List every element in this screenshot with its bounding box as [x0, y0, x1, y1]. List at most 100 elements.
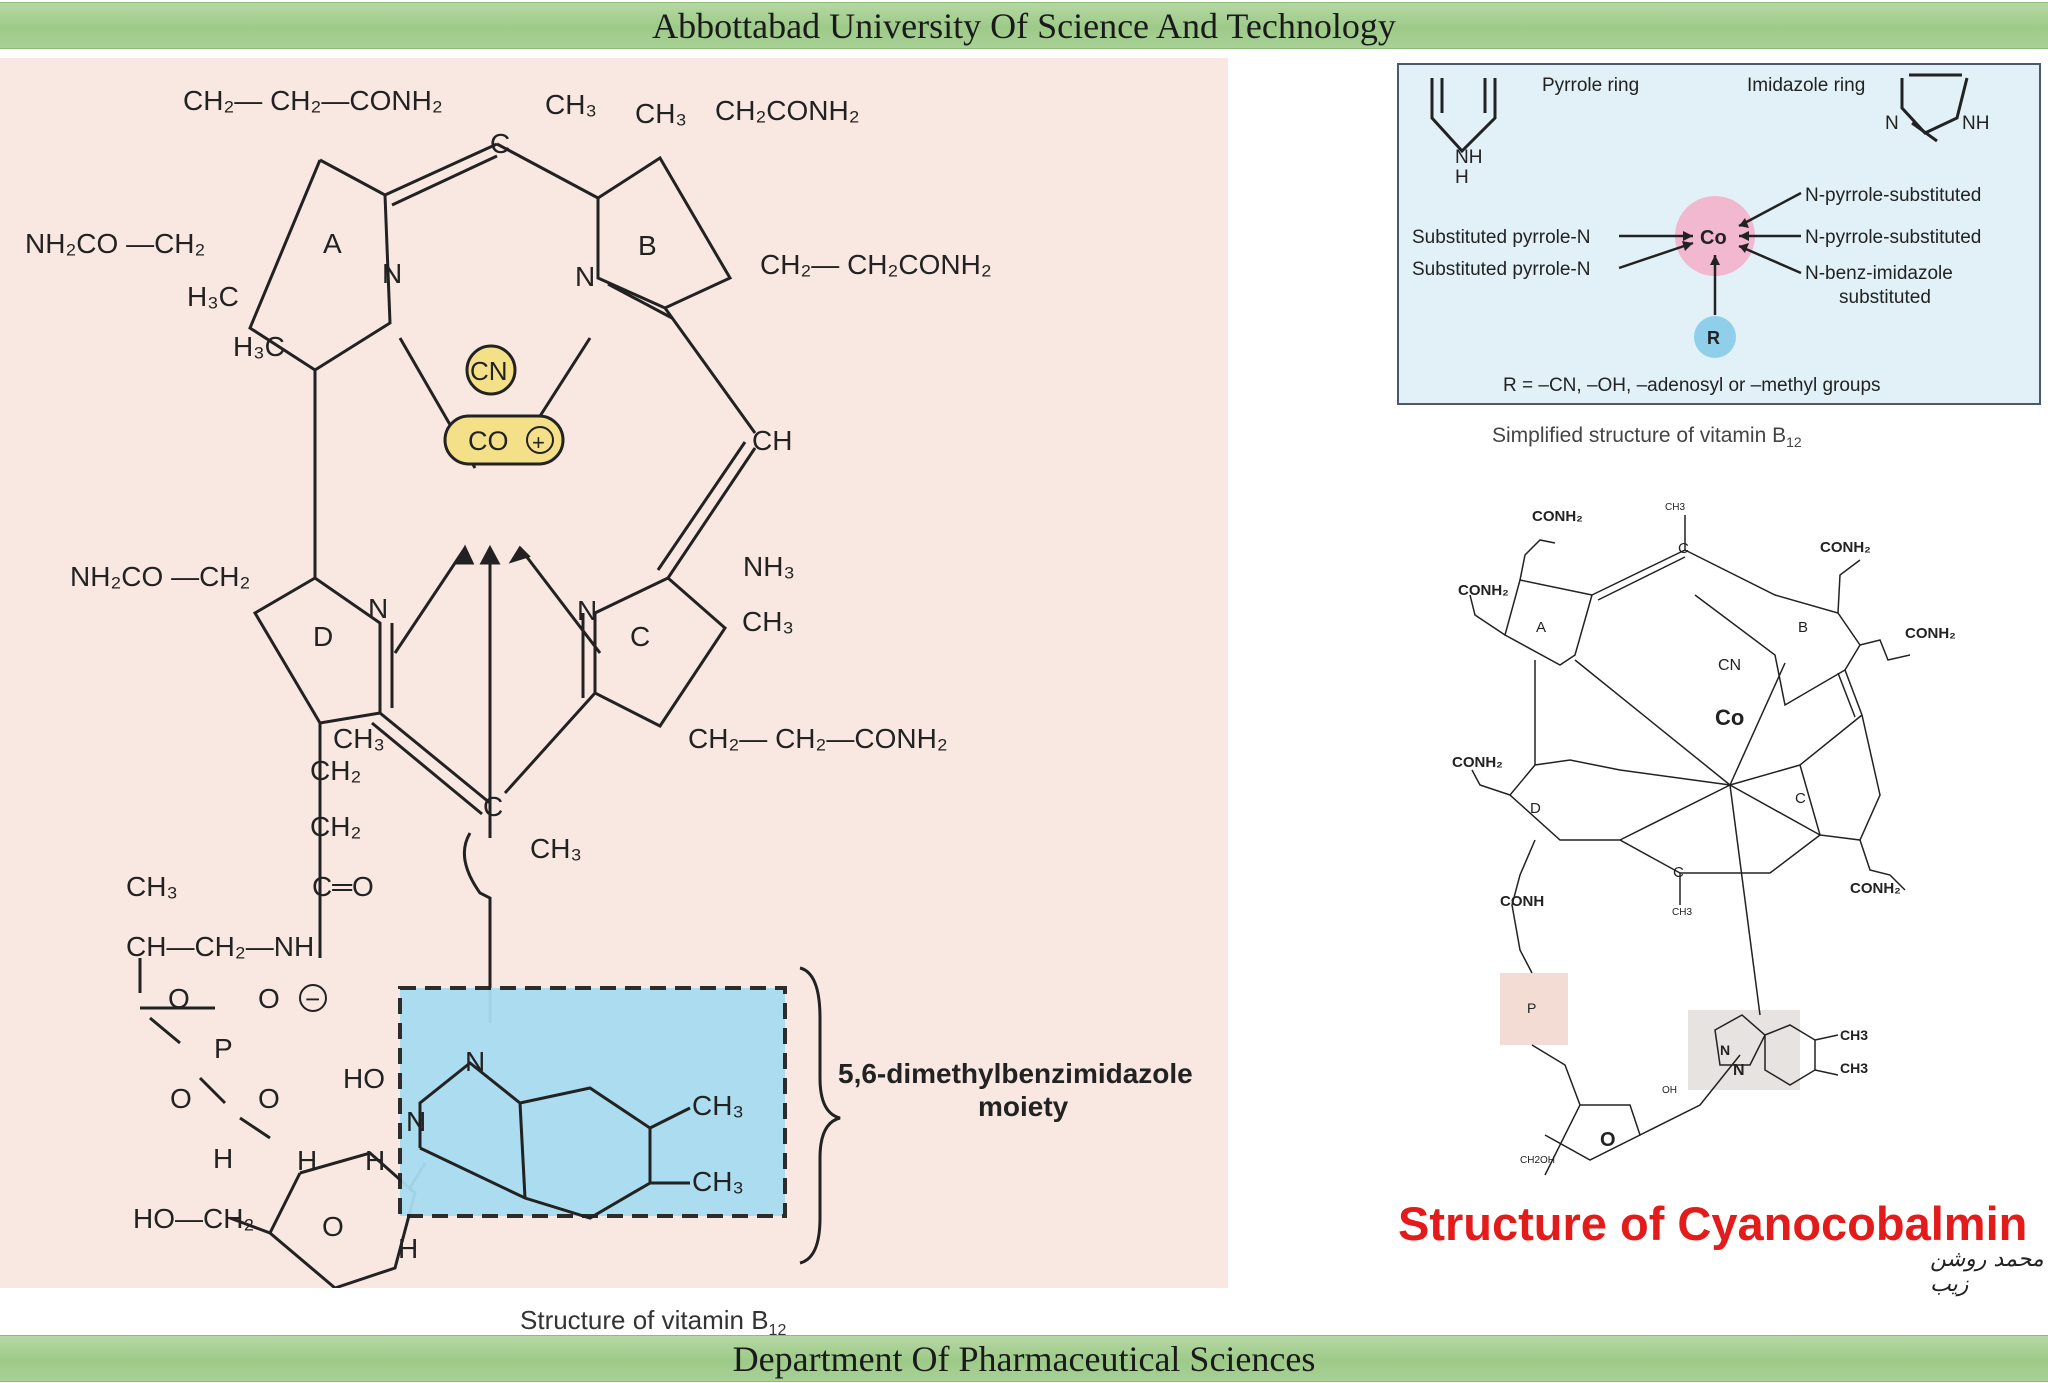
right-label-3: N-benz-imidazole [1805, 263, 1953, 284]
label-bottom-c: C [483, 791, 503, 822]
header-title: Abbottabad University Of Science And Tec… [652, 5, 1396, 46]
label-ring-b: B [638, 230, 657, 261]
label-ch2-b: CH₂ [310, 811, 361, 842]
cy-bottom-c: C [1673, 864, 1684, 881]
pyrrole-h: H [1455, 167, 1469, 188]
cy-co: Co [1715, 705, 1744, 730]
label-c-eq-o: C═O [312, 871, 374, 902]
label-top-chain: CH₂— CH₂—CONH₂ [183, 85, 443, 116]
cyanocobalamin-structure: CONH₂ CONH₂ CONH₂ CONH₂ CONH₂ CONH₂ CONH… [1452, 502, 1956, 1176]
imidazole-label: Imidazole ring [1747, 75, 1865, 96]
r-label: R [1707, 328, 1720, 348]
cy-p: P [1527, 1000, 1536, 1016]
cy-conh2-1: CONH₂ [1532, 508, 1583, 525]
label-a-side: NH₂CO —CH₂ [25, 228, 205, 259]
cy-n-2: N [1720, 1042, 1730, 1058]
label-h-3: H [365, 1145, 385, 1176]
cy-top-c: C [1678, 540, 1689, 557]
label-n-a: N [382, 258, 402, 289]
footer-banner: Department Of Pharmaceutical Sciences [0, 1335, 2048, 1382]
right-label-2: N-pyrrole-substituted [1805, 227, 1981, 248]
cy-o-ring: O [1600, 1129, 1616, 1151]
left-diagram-caption: Structure of vitamin B12 [520, 1305, 787, 1340]
label-moiety: 5,6-dimethylbenzimidazole [838, 1058, 1193, 1089]
label-ring-a: A [323, 228, 342, 259]
label-h-4: H [398, 1233, 418, 1264]
cy-n-1: N [1733, 1062, 1745, 1079]
label-n-bz1: N [465, 1046, 485, 1077]
label-plus: + [532, 430, 545, 455]
label-ring-c: C [630, 621, 650, 652]
cy-conh2-4: CONH₂ [1905, 625, 1956, 642]
cy-conh: CONH [1500, 893, 1544, 910]
label-top-c: C [490, 128, 510, 159]
cy-ring-c: C [1795, 790, 1806, 807]
cy-bottom-ch3: CH3 [1672, 907, 1692, 918]
pyrrole-nh: NH [1455, 147, 1482, 168]
cy-ring-a: A [1536, 619, 1546, 636]
label-n-bz2: N [406, 1106, 426, 1137]
cyanocobalamin-title: Structure of Cyanocobalmin [1398, 1197, 2028, 1250]
label-n-c: N [577, 595, 597, 626]
label-o-1: O [168, 983, 190, 1014]
label-h3c-2: H₃C [233, 331, 285, 362]
cy-ring-b: B [1798, 619, 1808, 636]
signature: محمد روشن زیب [1930, 1247, 2044, 1297]
right-label-3b: substituted [1839, 287, 1931, 308]
label-b-side: CH₂— CH₂CONH₂ [760, 249, 992, 280]
right-label-1: N-pyrrole-substituted [1805, 185, 1981, 206]
header-banner: Abbottabad University Of Science And Tec… [0, 2, 2048, 49]
label-n-d: N [368, 593, 388, 624]
simplified-structure: Pyrrole ring Imidazole ring NH H N NH Su… [1412, 73, 1989, 396]
label-d-ch3: CH₃ [333, 723, 385, 754]
r-group-circle [1694, 316, 1736, 358]
cy-conh2-5: CONH₂ [1452, 754, 1503, 771]
imidazole-n: N [1885, 113, 1899, 134]
label-cn: CN [470, 356, 508, 386]
label-bz-ch3-1: CH₃ [692, 1090, 744, 1121]
footnote: R = –CN, –OH, –adenosyl or –methyl group… [1503, 375, 1881, 396]
label-o-ring: O [322, 1211, 344, 1242]
label-o-3: O [170, 1083, 192, 1114]
label-n-b: N [575, 261, 595, 292]
label-o-2: O [258, 983, 280, 1014]
co-label: Co [1700, 227, 1727, 249]
label-b-ch3: CH₃ [635, 98, 687, 129]
vitamin-b12-structure: CH₂— CH₂—CONH₂ CH₃ C CH₃ CH₂CONH₂ NH₂CO … [25, 85, 1193, 1288]
label-c-chain: CH₂— CH₂—CONH₂ [688, 723, 948, 754]
label-co: CO [468, 426, 509, 456]
label-c-ch3: CH₃ [742, 606, 794, 637]
label-d-side: NH₂CO —CH₂ [70, 561, 250, 592]
cobalt-highlight [1675, 196, 1755, 276]
cy-oh: OH [1662, 1085, 1677, 1096]
cy-bz-ch3-2: CH3 [1840, 1060, 1868, 1076]
label-moiety2: moiety [978, 1091, 1069, 1122]
cy-conh2-3: CONH₂ [1458, 582, 1509, 599]
cy-top-ch3: CH3 [1665, 502, 1685, 513]
cy-conh2-2: CONH₂ [1820, 539, 1871, 556]
label-bottom-ch3: CH₃ [530, 833, 582, 864]
label-ch2-a: CH₂ [310, 755, 361, 786]
cy-ch2oh: CH2OH [1520, 1155, 1555, 1166]
label-ho-ch2: HO—CH₂ [133, 1203, 254, 1234]
label-ch: CH [752, 425, 792, 456]
imidazole-nh: NH [1962, 113, 1989, 134]
label-top-ch3: CH₃ [545, 89, 597, 120]
label-h-1: H [213, 1143, 233, 1174]
label-h3c-1: H₃C [187, 281, 239, 312]
label-ring-d: D [313, 621, 333, 652]
left-label-2: Substituted pyrrole-N [1412, 259, 1590, 280]
benzimidazole-highlight [1688, 1010, 1800, 1090]
cy-ring-d: D [1530, 800, 1541, 817]
cy-cn: CN [1718, 657, 1741, 674]
label-minus: − [305, 984, 320, 1014]
label-ch-ch2-nh: CH—CH₂—NH [126, 931, 314, 962]
cy-bz-ch3-1: CH3 [1840, 1027, 1868, 1043]
label-h-2: H [297, 1145, 317, 1176]
label-bz-ch3-2: CH₃ [692, 1166, 744, 1197]
label-p: P [214, 1033, 233, 1064]
label-b-chain: CH₂CONH₂ [715, 95, 860, 126]
cyanide-ligand [465, 344, 517, 396]
cy-conh2-6: CONH₂ [1850, 880, 1901, 897]
footer-title: Department Of Pharmaceutical Sciences [732, 1338, 1316, 1379]
